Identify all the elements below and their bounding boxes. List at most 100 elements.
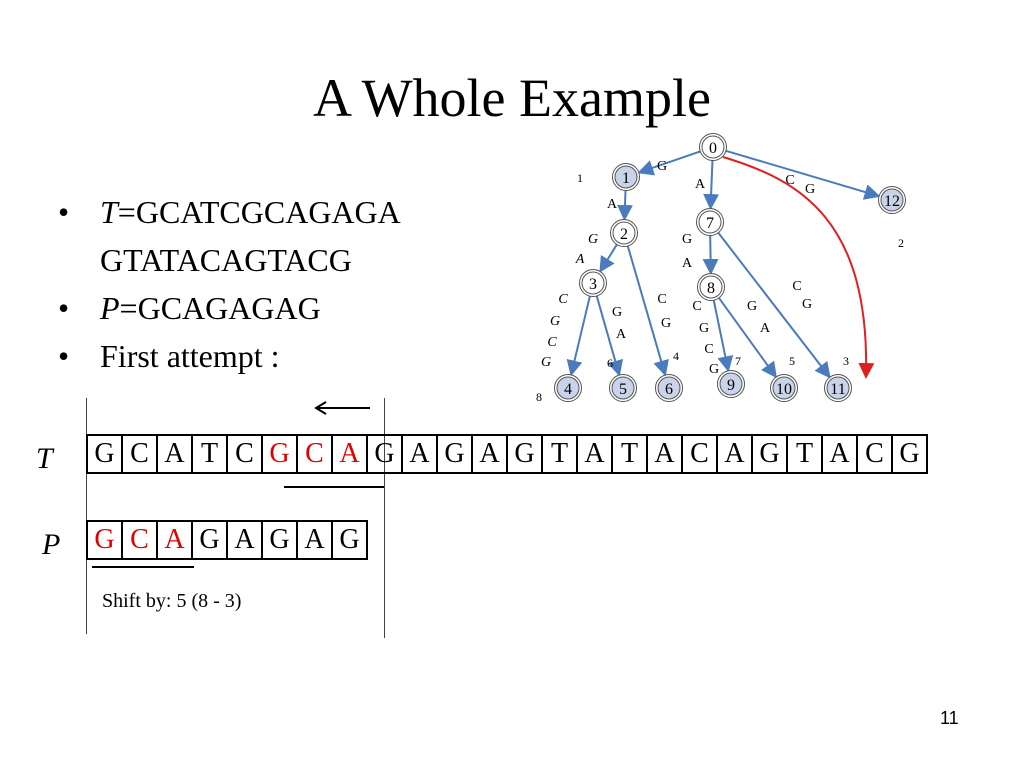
tree-edge-label: G [588, 232, 598, 247]
bullet-text-T: • T=GCATCGCAGAGA GTATACAGTACG [58, 188, 401, 284]
page-number: 11 [940, 708, 959, 728]
tree-node-label: 5 [619, 381, 627, 398]
bullet-prefix: T [100, 194, 118, 230]
tree-edge-label: G [541, 355, 551, 370]
tree-shift-number: 5 [789, 354, 795, 368]
tree-node-8: 8 [697, 273, 725, 301]
tree-edge-7-11 [716, 230, 831, 379]
tree-edges [566, 149, 881, 379]
tree-edge-3-5 [595, 294, 624, 377]
tree-node-11: 11 [824, 374, 852, 402]
text-cell: A [821, 434, 858, 474]
tree-edge-label: C [785, 173, 794, 188]
tree-node-label: 1 [622, 170, 630, 187]
text-cell: G [506, 434, 543, 474]
tree-node-2: 2 [610, 219, 638, 247]
pattern-cell: G [86, 520, 123, 560]
tree-node-9: 9 [717, 370, 745, 398]
bullet-text-line2: GTATACAGTACG [100, 242, 352, 278]
text-cell: G [436, 434, 473, 474]
text-cell: A [471, 434, 508, 474]
tree-node-4: 4 [554, 374, 582, 402]
tree-edge-label: G [682, 232, 692, 247]
tree-node-0: 0 [699, 133, 727, 161]
text-cell: C [856, 434, 893, 474]
shift-note: Shift by: 5 (8 - 3) [102, 590, 242, 612]
tree-edge-2-3 [599, 242, 619, 273]
text-cell: T [541, 434, 578, 474]
tree-edge-8-10 [717, 296, 777, 379]
tree-edge-label: A [695, 177, 706, 192]
text-cell: C [226, 434, 263, 474]
tree-node-7: 7 [696, 208, 724, 236]
tree-edge-label: A [760, 321, 771, 336]
text-cell: A [716, 434, 753, 474]
bullet-first-attempt: • First attempt : [58, 332, 401, 380]
tree-shift-number: 8 [536, 390, 542, 404]
tree-edge-label: G [805, 182, 815, 197]
tree-node-label: 2 [620, 226, 628, 243]
pattern-cell: G [191, 520, 228, 560]
text-cell: C [681, 434, 718, 474]
text-cell: G [751, 434, 788, 474]
guide-line-right [384, 398, 385, 638]
bullet-dot: • [58, 194, 70, 230]
text-cell: G [86, 434, 123, 474]
tree-shift-number: 4 [673, 349, 679, 363]
bullet-dot: • [58, 338, 70, 374]
tree-edge-label: A [575, 252, 585, 267]
pattern-cell: A [296, 520, 333, 560]
text-cell: A [331, 434, 368, 474]
tree-edge-label: C [657, 292, 666, 307]
tree-edge-0-7 [703, 158, 720, 211]
tree-edge-label: C [547, 335, 557, 350]
bullet-text: =GCATCGCAGAGA [117, 194, 401, 230]
tree-edge-label: G [699, 321, 709, 336]
tree-shift-number: 3 [843, 354, 849, 368]
tree-shift-number: 2 [898, 236, 904, 250]
tree-edge-2-6 [626, 244, 669, 377]
text-cell: G [366, 434, 403, 474]
tree-edge-label: C [558, 292, 568, 307]
tree-edge-label: G [657, 159, 667, 174]
text-cell: G [891, 434, 928, 474]
tree-node-5: 5 [609, 374, 637, 402]
tree-node-6: 6 [655, 374, 683, 402]
tree-node-1: 1 [612, 163, 640, 191]
slide-title: A Whole Example [313, 68, 711, 128]
tree-node-label: 8 [707, 280, 715, 297]
guide-line-left [86, 398, 87, 634]
match-underline-pattern [92, 566, 194, 568]
tree-edge-label: G [709, 362, 719, 377]
tree-node-label: 0 [709, 140, 717, 157]
pattern-cell: C [121, 520, 158, 560]
shift-arrow [314, 401, 370, 415]
bullet-list: • T=GCATCGCAGAGA GTATACAGTACG • P=GCAGAG… [58, 188, 401, 380]
tree-node-label: 12 [884, 193, 900, 210]
tree-node-label: 9 [727, 377, 735, 394]
tree-edge-label: C [692, 299, 701, 314]
tree-edge-0-1 [637, 149, 702, 176]
tree-node-label: 7 [706, 215, 714, 232]
bullet-pattern-P: • P=GCAGAGAG [58, 284, 401, 332]
text-cell: A [576, 434, 613, 474]
tree-edge-label: C [792, 279, 801, 294]
tree-edge-label: G [802, 297, 812, 312]
text-cell: C [121, 434, 158, 474]
text-cell: A [401, 434, 438, 474]
tree-failure-link [722, 156, 875, 379]
bullet-dot: • [58, 290, 70, 326]
tree-node-label: 10 [776, 381, 792, 398]
label-T: T [36, 442, 53, 475]
tree-node-3: 3 [579, 269, 607, 297]
tree-node-label: 3 [589, 276, 597, 293]
text-cell: T [191, 434, 228, 474]
text-cell: G [261, 434, 298, 474]
tree-node-label: 11 [830, 381, 845, 398]
